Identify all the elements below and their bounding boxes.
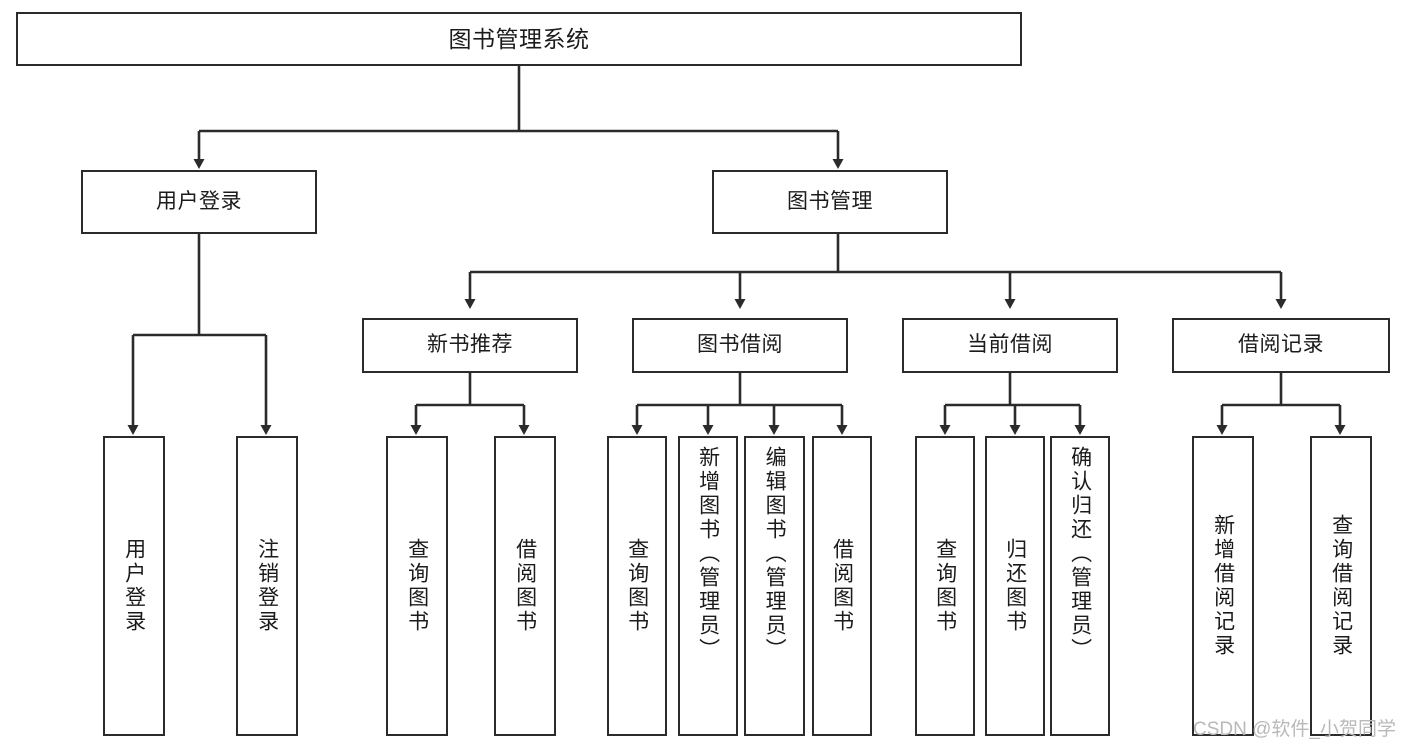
node-book-management[interactable]: 图书管理 [712, 170, 948, 234]
node-label: 新书推荐 [427, 333, 513, 357]
node-label: 注销登录 [255, 538, 279, 634]
node-label: 借阅图书 [830, 538, 854, 634]
leaf-user-login[interactable]: 用户登录 [103, 436, 165, 736]
leaf-add-borrow-record[interactable]: 新增借阅记录 [1192, 436, 1254, 736]
leaf-query-book-current[interactable]: 查询图书 [915, 436, 975, 736]
node-label: 图书管理系统 [448, 25, 590, 52]
node-borrow-record[interactable]: 借阅记录 [1172, 318, 1390, 373]
node-label: 借阅记录 [1238, 333, 1324, 357]
node-current-borrow[interactable]: 当前借阅 [902, 318, 1118, 373]
node-label: 图书管理 [787, 189, 873, 213]
node-label: 借阅图书 [513, 538, 537, 634]
leaf-borrow-book-new[interactable]: 借阅图书 [494, 436, 556, 736]
node-label: 用户登录 [156, 189, 242, 213]
node-label: 当前借阅 [967, 333, 1053, 357]
leaf-query-book-borrow[interactable]: 查询图书 [607, 436, 667, 736]
node-label: 查询借阅记录 [1329, 514, 1353, 658]
node-label: 用户登录 [122, 538, 146, 634]
leaf-edit-book-admin[interactable]: 编辑图书（管理员） [744, 436, 805, 736]
node-label: 新增图书（管理员） [696, 446, 720, 662]
node-label: 查询图书 [933, 538, 957, 634]
node-book-borrow[interactable]: 图书借阅 [632, 318, 848, 373]
node-label: 新增借阅记录 [1211, 514, 1235, 658]
node-label: 图书借阅 [697, 333, 783, 357]
node-root-system[interactable]: 图书管理系统 [16, 12, 1022, 66]
node-new-book-recommend[interactable]: 新书推荐 [362, 318, 578, 373]
node-label: 归还图书 [1003, 538, 1027, 634]
leaf-confirm-return-admin[interactable]: 确认归还（管理员） [1050, 436, 1110, 736]
leaf-query-book-new[interactable]: 查询图书 [386, 436, 448, 736]
leaf-add-book-admin[interactable]: 新增图书（管理员） [678, 436, 738, 736]
leaf-return-book[interactable]: 归还图书 [985, 436, 1045, 736]
node-label: 确认归还（管理员） [1068, 446, 1092, 662]
node-label: 查询图书 [625, 538, 649, 634]
leaf-borrow-book[interactable]: 借阅图书 [812, 436, 872, 736]
csdn-watermark: CSDN @软件_小贺同学 [1193, 719, 1396, 740]
leaf-query-borrow-record[interactable]: 查询借阅记录 [1310, 436, 1372, 736]
node-label: 查询图书 [405, 538, 429, 634]
node-label: 编辑图书（管理员） [763, 446, 787, 662]
node-user-login[interactable]: 用户登录 [81, 170, 317, 234]
leaf-logout-login[interactable]: 注销登录 [236, 436, 298, 736]
